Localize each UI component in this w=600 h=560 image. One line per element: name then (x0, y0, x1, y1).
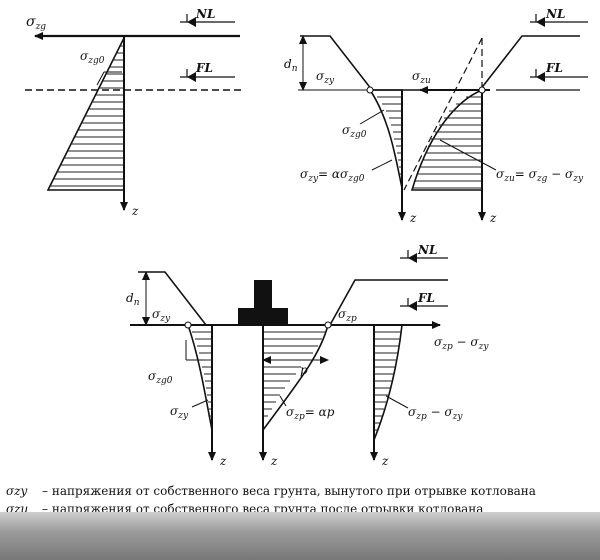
stress-epure-sigma-zg (46, 37, 125, 191)
foundation-stem (254, 280, 272, 310)
label-nl-2: NL (545, 7, 565, 21)
foundation-slab (238, 308, 288, 325)
label-z-1: z (131, 204, 139, 218)
label-fl-1: FL (195, 61, 213, 75)
label-difference-3: σzp − σzy (408, 405, 463, 422)
label-sigma-zg0-2: σzg0 (342, 123, 367, 140)
label-z-2a: z (409, 211, 417, 225)
label-dn-3: dn (126, 291, 140, 308)
label-eq-zu-2: σzu= σzg − σzy (496, 167, 584, 184)
excavation-profile-2 (300, 35, 580, 91)
label-fl-3: FL (417, 291, 435, 305)
stress-epure-sigma-zu-2 (410, 88, 483, 191)
diagram-natural-stress: σzg σzg0 z NL FL (25, 7, 245, 218)
label-z-3b: z (270, 454, 278, 468)
legend-symbol: σzy (6, 484, 28, 498)
stress-epure-difference-3 (373, 324, 403, 441)
label-sigma-zg0-3: σzg0 (148, 369, 173, 386)
stress-epure-sigma-zy-3 (186, 324, 213, 431)
excavation-profile-3 (138, 271, 448, 326)
label-nl-1: NL (195, 7, 215, 21)
label-z-3c: z (381, 454, 389, 468)
stress-epure-sigma-zp-3 (262, 324, 330, 433)
stress-epure-sigma-zy-2 (368, 89, 403, 189)
label-nl-3: NL (417, 243, 437, 257)
label-sigma-zy-3b: σzy (170, 404, 189, 421)
legend-text: – напряжения от собственного веса грунта… (42, 484, 536, 498)
label-eq-zy-2: σzy= ασzg0 (300, 167, 365, 184)
diagram-foundation-stress: dn p (126, 243, 489, 468)
hatch-epure-1 (50, 45, 123, 187)
label-eq-zp-3: σzp= αp (286, 405, 335, 422)
label-sigma-zy-3a: σzy (152, 307, 171, 324)
legend-row-sigma-zy: σzy – напряжения от собственного веса гру… (6, 484, 536, 498)
label-sigma-zy-2: σzy (316, 69, 335, 86)
label-sigma-zp-3: σzp (338, 307, 357, 324)
diagram-excavation-stress: dn σzy σzu σzg0 σzy= ασzg0 σzu= (284, 7, 588, 225)
label-sigma-zu-2: σzu (412, 69, 431, 86)
label-p: p (300, 363, 308, 377)
dashed-zg-line-2 (403, 37, 483, 191)
label-dn-2: dn (284, 57, 298, 74)
label-sigma-zp-minus-zy-axis: σzp − σzy (434, 335, 489, 352)
label-sigma-zg: σzg (26, 14, 46, 32)
label-sigma-zg0-1: σzg0 (80, 49, 105, 66)
bottom-overlay-bar (0, 512, 600, 560)
label-z-2b: z (489, 211, 497, 225)
label-z-3a: z (219, 454, 227, 468)
label-fl-2: FL (545, 61, 563, 75)
